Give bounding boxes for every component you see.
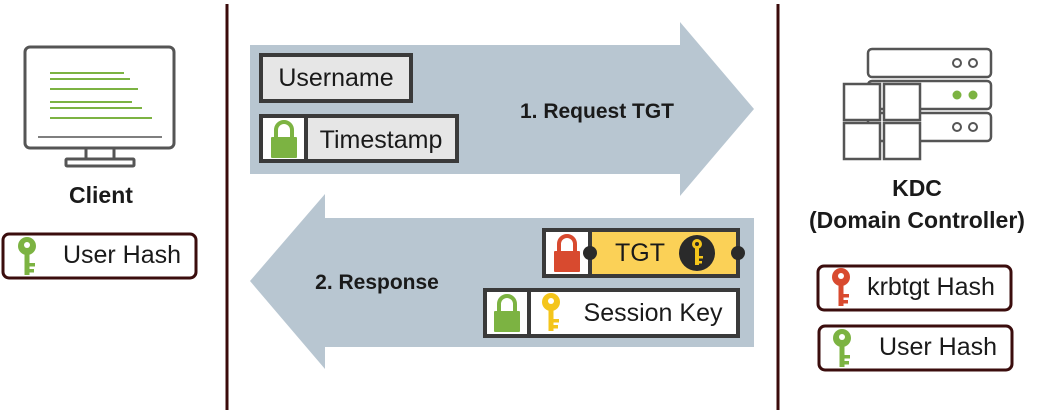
monitor-icon: [23, 45, 176, 168]
tgt-label: TGT: [615, 239, 665, 267]
username-label: Username: [278, 64, 393, 92]
kdc-user-hash-badge: User Hash: [817, 324, 1014, 372]
kdc-title: KDC: [892, 175, 942, 201]
kdc-user-hash-label: User Hash: [879, 333, 997, 361]
timestamp-label: Timestamp: [320, 126, 443, 154]
session-key-box: Session Key: [483, 288, 740, 338]
session-key-label: Session Key: [584, 299, 723, 327]
response-label: 2. Response: [315, 271, 439, 294]
server-icon: [842, 47, 993, 161]
key-icon: [679, 235, 715, 271]
username-box: Username: [259, 53, 413, 103]
timestamp-box: Timestamp: [259, 114, 459, 163]
kdc-subtitle: (Domain Controller): [809, 207, 1025, 233]
krbtgt-hash-badge: krbtgt Hash: [816, 264, 1013, 312]
client-title: Client: [69, 182, 133, 208]
request-arrow: [250, 22, 754, 196]
client-hash-label: User Hash: [63, 241, 181, 269]
krbtgt-hash-label: krbtgt Hash: [867, 273, 995, 301]
tgt-box: TGT: [542, 228, 745, 278]
request-label: 1. Request TGT: [520, 100, 674, 123]
client-user-hash-badge: User Hash: [1, 232, 198, 280]
